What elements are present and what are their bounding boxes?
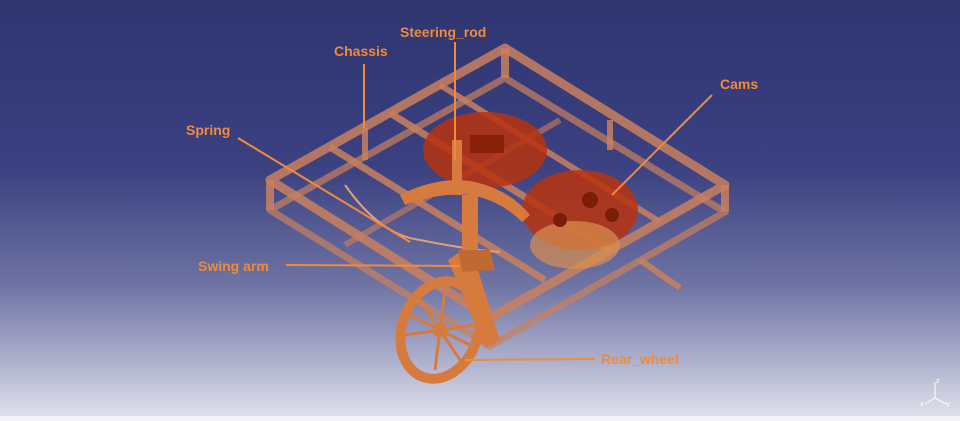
axis-x-label: x: [920, 400, 924, 408]
label-swing-arm: Swing arm: [198, 258, 269, 274]
leader-lines: [237, 42, 713, 361]
label-cams: Cams: [720, 76, 759, 92]
rear-wheel-part: [395, 276, 485, 384]
viewport-bottom-edge: [0, 416, 960, 421]
axis-z-label: z: [936, 377, 940, 385]
label-chassis: Chassis: [334, 43, 388, 59]
label-rear-wheel: Rear_wheel: [601, 351, 679, 367]
steering-rod-part: [400, 140, 530, 255]
leader-rear-wheel: [464, 358, 596, 361]
label-spring: Spring: [186, 122, 231, 138]
axis-y-label: y: [946, 400, 950, 408]
label-steering-rod: Steering_rod: [400, 24, 487, 40]
axis-triad-icon: z x y: [920, 377, 950, 408]
leader-swing-arm: [285, 264, 461, 267]
leader-spring: [237, 137, 411, 243]
leader-cams: [611, 94, 713, 196]
